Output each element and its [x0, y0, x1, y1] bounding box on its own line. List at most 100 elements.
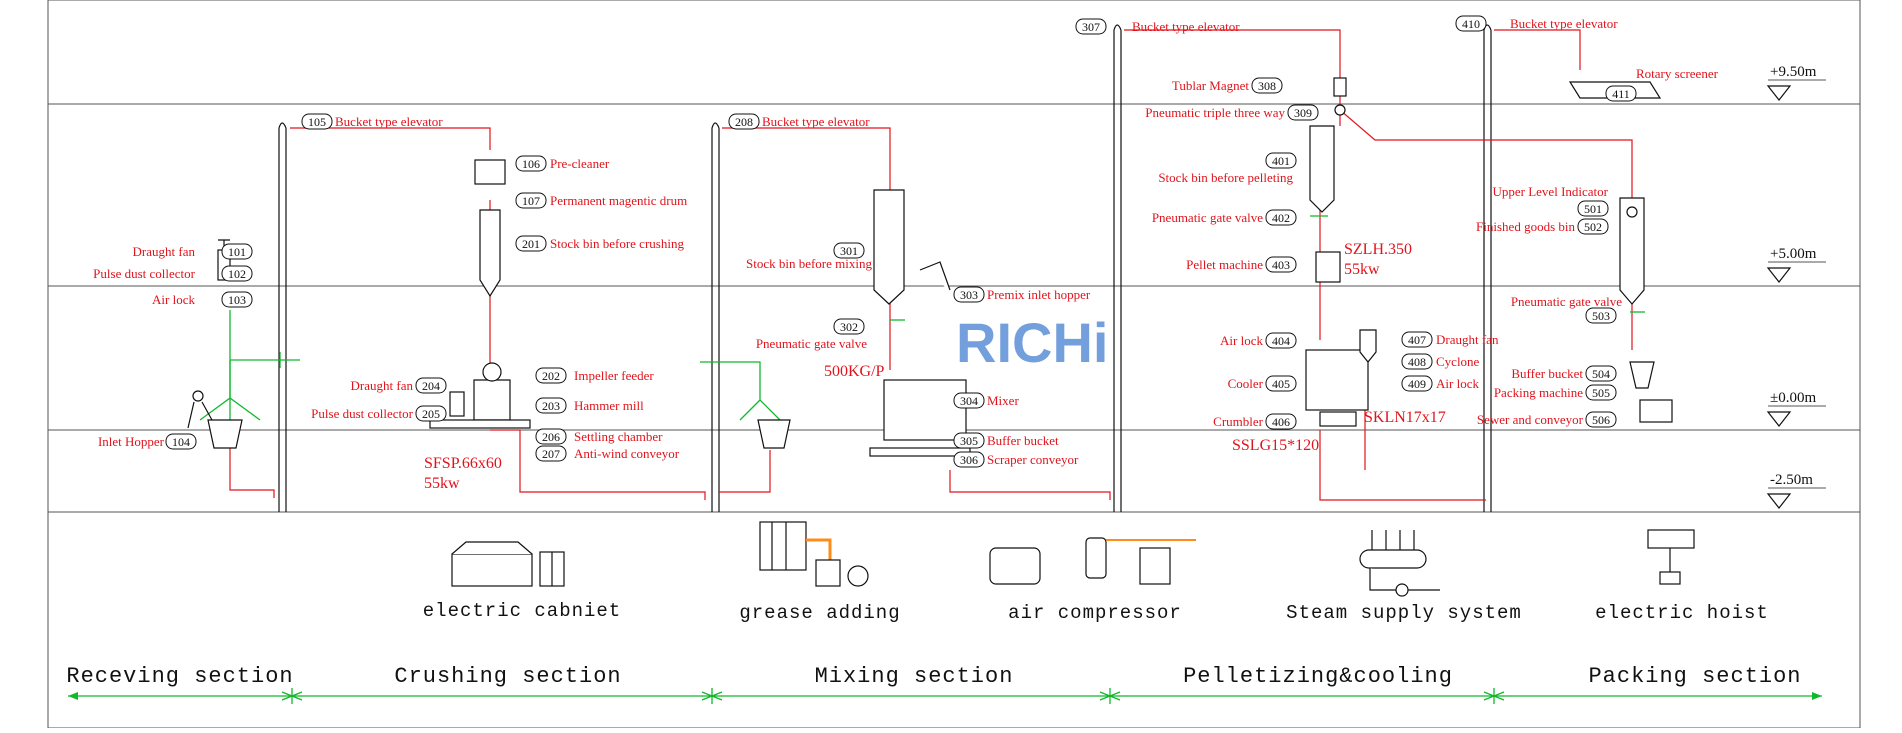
svg-text:104: 104: [172, 435, 190, 449]
elevator-105: [278, 122, 287, 512]
svg-text:Draught fan: Draught fan: [1436, 332, 1499, 347]
svg-text:503: 503: [1592, 309, 1610, 323]
section-title-crushing: Crushing section: [394, 664, 621, 689]
svg-text:Upper Level Indicator: Upper Level Indicator: [1492, 184, 1608, 199]
mixer-symbol: [883, 379, 967, 441]
svg-text:Air lock: Air lock: [152, 292, 195, 307]
svg-text:Air lock: Air lock: [1436, 376, 1479, 391]
svg-text:303: 303: [960, 288, 978, 302]
section-title-packing: Packing section: [1588, 664, 1801, 689]
grease-adding-icon: [759, 521, 869, 587]
pellet-machine-symbol: [1315, 251, 1341, 283]
svg-text:Rotary screener: Rotary screener: [1636, 66, 1719, 81]
section-title-pelletizing: Pelletizing&cooling: [1183, 664, 1453, 689]
svg-text:Cooler: Cooler: [1228, 376, 1264, 391]
mixing-inlet-hopper-symbol: [757, 419, 791, 449]
svg-text:Inlet Hopper: Inlet Hopper: [98, 434, 165, 449]
svg-text:Packing machine: Packing machine: [1494, 385, 1583, 400]
callout-207: 207 Anti-wind conveyor: [535, 445, 680, 462]
auxiliary-labels: electric cabniet grease adding air compr…: [423, 600, 1768, 624]
svg-text:408: 408: [1408, 355, 1426, 369]
auxiliary-icons: [451, 521, 1695, 597]
settling-chamber-symbol: [429, 419, 531, 429]
svg-text:409: 409: [1408, 377, 1426, 391]
aux-label-air-compressor: air compressor: [1008, 602, 1182, 624]
triple-three-way-symbol: [1334, 104, 1346, 116]
svg-text:Anti-wind conveyor: Anti-wind conveyor: [574, 446, 680, 461]
elevator-208: [711, 122, 720, 512]
level-marker: +5.00m: [1766, 246, 1826, 283]
svg-text:201: 201: [522, 237, 540, 251]
elevator-410: [1483, 24, 1492, 512]
section-title-receiving: Receving section: [66, 664, 293, 689]
callout-102: 102 Pulse dust collector: [93, 265, 253, 282]
svg-text:Finished goods bin: Finished goods bin: [1476, 219, 1575, 234]
svg-text:Pulse dust collector: Pulse dust collector: [93, 266, 195, 281]
pellet-model: SZLH.350: [1344, 241, 1412, 258]
svg-text:307: 307: [1082, 20, 1100, 34]
finished-goods-bin-symbol: [1619, 197, 1645, 305]
stock-bin-301-symbol: [873, 189, 905, 305]
svg-text:Stock bin before pelleting: Stock bin before pelleting: [1158, 170, 1293, 185]
stock-bin-201-symbol: [479, 209, 501, 298]
svg-text:Buffer bucket: Buffer bucket: [1511, 366, 1583, 381]
electric-hoist-icon: [1647, 529, 1695, 585]
svg-text:203: 203: [542, 399, 560, 413]
premix-hopper-symbol: [919, 261, 951, 291]
svg-text:Stock bin before crushing: Stock bin before crushing: [550, 236, 684, 251]
svg-text:404: 404: [1272, 334, 1290, 348]
svg-text:Pneumatic gate valve: Pneumatic gate valve: [756, 336, 867, 351]
svg-text:Stock bin before mixing: Stock bin before mixing: [746, 256, 873, 271]
svg-text:309: 309: [1294, 106, 1312, 120]
elevator-307: [1113, 24, 1122, 512]
svg-text:405: 405: [1272, 377, 1290, 391]
mixer-capacity: 500KG/P: [824, 363, 885, 380]
cyclone-symbol: [1359, 329, 1377, 363]
level-text: -2.50m: [1770, 472, 1813, 488]
cooler-model: SKLN17x17: [1364, 409, 1446, 426]
callout-201: 201 Stock bin before crushing: [515, 235, 684, 252]
svg-text:101: 101: [228, 245, 246, 259]
svg-text:Hammer mill: Hammer mill: [574, 398, 644, 413]
drawing-frame: [47, 0, 1861, 729]
steam-supply-icon: [1359, 530, 1440, 597]
level-text: +9.50m: [1770, 64, 1817, 80]
svg-text:Impeller feeder: Impeller feeder: [574, 368, 654, 383]
svg-text:207: 207: [542, 447, 560, 461]
svg-text:407: 407: [1408, 333, 1426, 347]
pre-cleaner-symbol: [474, 159, 506, 185]
section-title-mixing: Mixing section: [815, 664, 1014, 689]
svg-text:411: 411: [1612, 87, 1630, 101]
svg-text:Pneumatic gate valve: Pneumatic gate valve: [1152, 210, 1263, 225]
svg-text:208: 208: [735, 115, 753, 129]
svg-text:306: 306: [960, 453, 978, 467]
svg-text:102: 102: [228, 267, 246, 281]
crumbler-model: SSLG15*120: [1232, 437, 1319, 454]
svg-text:Tublar Magnet: Tublar Magnet: [1172, 78, 1250, 93]
svg-text:401: 401: [1272, 154, 1290, 168]
dust-lines: [199, 215, 1645, 421]
svg-text:Air lock: Air lock: [1220, 333, 1263, 348]
callout-411: 411 Rotary screener: [1605, 66, 1719, 102]
packing-machine-symbol: [1639, 399, 1673, 423]
aux-label-steam-supply: Steam supply system: [1286, 602, 1522, 624]
callout-409: 409 Air lock: [1401, 375, 1479, 392]
air-compressor-icon: [989, 537, 1196, 585]
crusher-power: 55kw: [424, 475, 460, 492]
